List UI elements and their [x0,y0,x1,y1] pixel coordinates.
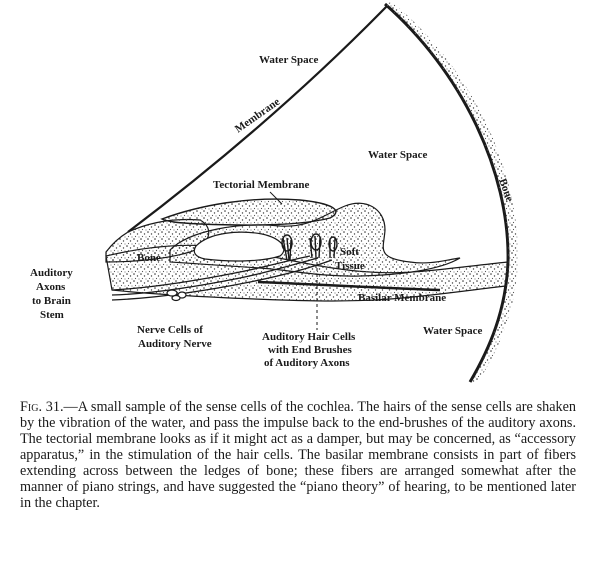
label-hair-cells-3: of Auditory Axons [264,357,350,369]
cochlea-diagram: Water Space Membrane Water Space Bone Te… [30,2,519,383]
hair-cells [281,233,338,261]
label-soft-tissue-1: Soft [340,246,359,258]
label-hair-cells-1: Auditory Hair Cells [262,331,356,343]
label-nerve-cells-2: Auditory Nerve [138,338,212,350]
caption-text: —A small sample of the sense cells of th… [20,399,576,511]
label-auditory-axons-4: Stem [40,309,64,321]
auditory-axons [111,255,333,301]
label-soft-tissue-2: Tissue [335,260,365,272]
figure-number: Fig. 31. [20,399,64,415]
label-basilar-membrane: Basilar Membrane [358,292,446,304]
label-auditory-axons-3: to Brain [32,295,71,307]
label-water-space-top: Water Space [259,54,318,66]
label-water-space-bottom: Water Space [423,325,482,337]
figure-caption: Fig. 31.—A small sample of the sense cel… [20,399,576,511]
upper-membrane-line [127,5,388,233]
tectorial-membrane-shape [160,198,337,226]
label-bone-left: Bone [137,252,161,264]
outer-bone-fill [385,2,519,382]
label-auditory-axons-2: Axons [36,281,66,293]
nerve-cell-bodies [166,289,187,302]
label-hair-cells-2: with End Brushes [268,344,352,356]
label-membrane: Membrane [233,96,283,136]
inner-tunnel [193,231,285,262]
label-tectorial-membrane: Tectorial Membrane [213,179,310,191]
label-auditory-axons-1: Auditory [30,267,73,279]
label-water-space-right: Water Space [368,149,427,161]
basilar-membrane-line [257,280,441,292]
label-nerve-cells-1: Nerve Cells of [137,324,203,336]
tectorial-leader [269,191,283,205]
